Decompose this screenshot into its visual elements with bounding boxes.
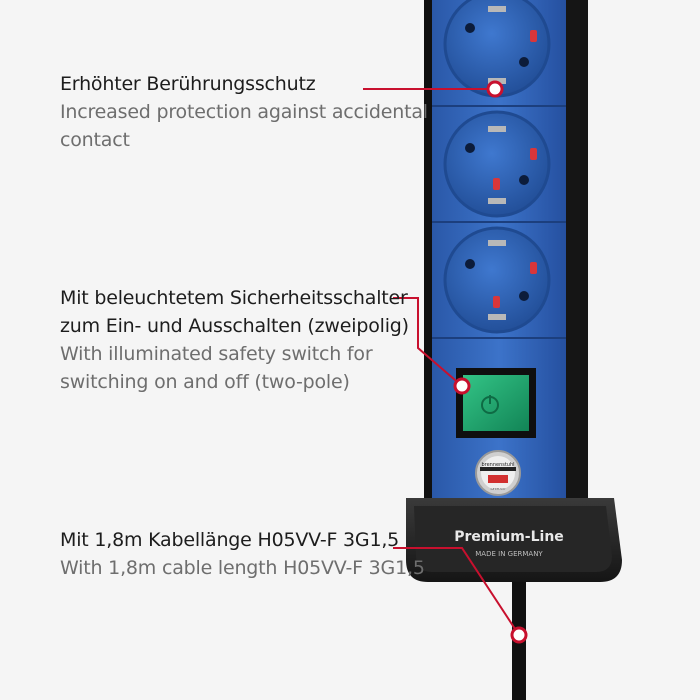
end-cap: Premium-Line MADE IN GERMANY bbox=[406, 498, 622, 582]
callout-line-3 bbox=[393, 547, 528, 644]
callout-line-2 bbox=[393, 297, 471, 395]
callout-1-german: Erhöhter Berührungsschutz bbox=[60, 70, 316, 98]
product-origin: MADE IN GERMANY bbox=[475, 550, 543, 558]
callout-2-english: With illuminated safety switch for switc… bbox=[60, 340, 373, 396]
callout-3-english-line-1: With 1,8m cable length H05VV-F 3G1,5 bbox=[60, 557, 425, 579]
safety-switch bbox=[456, 368, 536, 438]
socket-1 bbox=[443, 0, 551, 98]
callout-3-german: Mit 1,8m Kabellänge H05VV-F 3G1,5 bbox=[60, 526, 399, 554]
socket-2 bbox=[443, 110, 551, 218]
callout-1-english-line-2: contact bbox=[60, 129, 130, 151]
product-name: Premium-Line bbox=[454, 529, 564, 545]
callout-line-1 bbox=[363, 80, 504, 98]
callout-1-german-line-1: Erhöhter Berührungsschutz bbox=[60, 73, 316, 95]
callout-3-english: With 1,8m cable length H05VV-F 3G1,5 bbox=[60, 554, 425, 582]
callout-2-english-line-2: switching on and off (two-pole) bbox=[60, 371, 350, 393]
callout-2-german-line-1: Mit beleuchtetem Sicherheitsschalter bbox=[60, 287, 408, 309]
callout-2-german-line-2: zum Ein- und Ausschalten (zweipolig) bbox=[60, 315, 409, 337]
socket-3 bbox=[443, 226, 551, 334]
callout-2-german: Mit beleuchtetem Sicherheitsschalter zum… bbox=[60, 284, 409, 340]
brand-badge: brennenstuhl GERMANY bbox=[475, 450, 521, 496]
badge-logo-text: brennenstuhl bbox=[481, 462, 514, 468]
callout-1-english-line-1: Increased protection against accidental bbox=[60, 101, 428, 123]
callout-1-english: Increased protection against accidental … bbox=[60, 98, 428, 154]
callout-2-english-line-1: With illuminated safety switch for bbox=[60, 343, 373, 365]
callout-3-german-line-1: Mit 1,8m Kabellänge H05VV-F 3G1,5 bbox=[60, 529, 400, 551]
badge-sub-text: GERMANY bbox=[490, 487, 505, 491]
